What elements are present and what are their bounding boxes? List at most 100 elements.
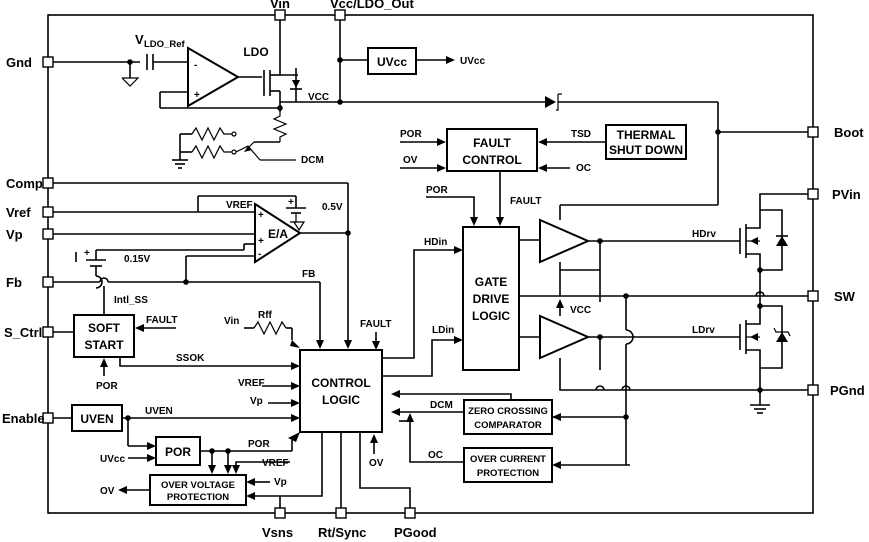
pin-gnd-label: Gnd bbox=[6, 55, 32, 70]
ov-out-label: OV bbox=[100, 486, 115, 497]
pin-sw[interactable] bbox=[807, 290, 819, 302]
pin-vsns-label: Vsns bbox=[262, 525, 293, 540]
ldrv-label: LDrv bbox=[692, 325, 715, 336]
vref-ea-label: VREF bbox=[226, 200, 253, 211]
thermal-label-2: SHUT DOWN bbox=[609, 143, 683, 157]
svg-text:+: + bbox=[288, 197, 294, 208]
pin-vin-label: Vin bbox=[270, 0, 290, 11]
vldo-ref-label: V bbox=[135, 32, 144, 47]
pin-comp[interactable] bbox=[42, 177, 54, 189]
pin-comp-label: Comp bbox=[6, 176, 43, 191]
ov-cl-label: OV bbox=[369, 458, 384, 469]
pin-pvin[interactable] bbox=[807, 188, 819, 200]
thermal-shutdown-block bbox=[605, 124, 687, 160]
fault-gd-label: FAULT bbox=[510, 196, 541, 207]
svg-text:+: + bbox=[84, 248, 90, 259]
control-logic-block bbox=[299, 349, 383, 433]
hdin-label: HDin bbox=[424, 237, 447, 248]
pin-vin[interactable] bbox=[274, 9, 286, 21]
ocp-label-1: OVER CURRENT bbox=[470, 454, 546, 465]
pin-gnd[interactable] bbox=[42, 56, 54, 68]
pin-vp[interactable] bbox=[42, 228, 54, 240]
svg-text:+: + bbox=[258, 210, 264, 221]
svg-text:+: + bbox=[194, 90, 200, 101]
zero-crossing-block bbox=[463, 399, 553, 435]
uvcc-por-label: UVcc bbox=[100, 454, 125, 465]
thermal-label-1: THERMAL bbox=[617, 128, 676, 142]
soft-start-block bbox=[73, 314, 135, 358]
ldo-label: LDO bbox=[243, 45, 268, 59]
ldin-label: LDin bbox=[432, 325, 454, 336]
pin-vref-label: Vref bbox=[6, 205, 31, 220]
pin-pgood-label: PGood bbox=[394, 525, 437, 540]
uven-sig-label: UVEN bbox=[145, 406, 173, 417]
ssok-label: SSOK bbox=[176, 353, 205, 364]
svg-text:+: + bbox=[258, 236, 264, 247]
pin-rt-sync[interactable] bbox=[335, 507, 347, 519]
soft-start-label-2: START bbox=[84, 338, 124, 352]
pin-vcc-ldo-out[interactable] bbox=[334, 9, 346, 21]
ov-fc-label: OV bbox=[403, 155, 418, 166]
uvcc-block bbox=[367, 47, 417, 75]
vin-rff-label: Vin bbox=[224, 316, 239, 327]
pin-fb-label: Fb bbox=[6, 275, 22, 290]
ovp-label-2: PROTECTION bbox=[167, 492, 229, 503]
fault-cl-label: FAULT bbox=[360, 319, 391, 330]
ea-opamp bbox=[254, 202, 302, 264]
fault-control-block bbox=[446, 128, 538, 172]
por-gd-label: POR bbox=[426, 185, 448, 196]
uvcc-label: UVcc bbox=[377, 55, 407, 69]
uvcc-out-label: UVcc bbox=[460, 56, 485, 67]
por-label: POR bbox=[165, 445, 191, 459]
zc-label-2: COMPARATOR bbox=[474, 420, 542, 431]
oc-cl-label: OC bbox=[428, 450, 443, 461]
soft-start-label-1: SOFT bbox=[88, 321, 121, 335]
dcm-ldo-label: DCM bbox=[301, 155, 324, 166]
control-logic-label-2: LOGIC bbox=[322, 393, 360, 407]
pin-boot[interactable] bbox=[807, 126, 819, 138]
svg-text:-: - bbox=[194, 60, 197, 71]
por-fc-label: POR bbox=[400, 129, 422, 140]
pin-vref[interactable] bbox=[42, 206, 54, 218]
pin-vp-label: Vp bbox=[6, 227, 23, 242]
fb-label: FB bbox=[302, 269, 315, 280]
pin-rt-sync-label: Rt/Sync bbox=[318, 525, 366, 540]
low-side-driver bbox=[539, 314, 591, 360]
vcc-gd-label: VCC bbox=[570, 305, 591, 316]
rff-label: Rff bbox=[258, 310, 273, 321]
pin-s-ctrl[interactable] bbox=[42, 326, 54, 338]
pin-vsns[interactable] bbox=[274, 507, 286, 519]
gdl-label-1: GATE bbox=[475, 275, 507, 289]
gdl-label-3: LOGIC bbox=[472, 309, 510, 323]
pin-fb[interactable] bbox=[42, 276, 54, 288]
por-cl-label: POR bbox=[248, 439, 270, 450]
pin-enable[interactable] bbox=[42, 412, 54, 424]
vcc-ldo-label: VCC bbox=[308, 92, 329, 103]
vldo-ref-sub-label: LDO_Ref bbox=[144, 39, 185, 50]
gdl-label-2: DRIVE bbox=[473, 292, 510, 306]
zc-label-1: ZERO CROSSING bbox=[468, 406, 548, 417]
ocp-label-2: PROTECTION bbox=[477, 468, 539, 479]
pin-boot-label: Boot bbox=[834, 125, 864, 140]
uven-label: UVEN bbox=[80, 412, 113, 426]
fault-control-label-2: CONTROL bbox=[462, 153, 521, 167]
vref-ovp-label: VREF bbox=[262, 458, 289, 469]
pin-pvin-label: PVin bbox=[832, 187, 861, 202]
vp-cl-label: Vp bbox=[250, 396, 263, 407]
pin-pgnd-label: PGnd bbox=[830, 383, 865, 398]
pin-vcc-ldo-out-label: Vcc/LDO_Out bbox=[330, 0, 414, 11]
fault-control-label-1: FAULT bbox=[473, 136, 511, 150]
ovp-label-1: OVER VOLTAGE bbox=[161, 480, 235, 491]
hdrv-label: HDrv bbox=[692, 229, 716, 240]
pin-pgood[interactable] bbox=[404, 507, 416, 519]
pin-pgnd[interactable] bbox=[807, 384, 819, 396]
high-side-driver bbox=[539, 218, 591, 264]
tsd-label: TSD bbox=[571, 129, 591, 140]
vref-cl-label: VREF bbox=[238, 378, 265, 389]
svg-text:-: - bbox=[258, 249, 261, 260]
dcm-zc-label: DCM bbox=[430, 400, 453, 411]
fault-ss-label: FAULT bbox=[146, 315, 177, 326]
chip-outline bbox=[47, 14, 814, 514]
por-block bbox=[155, 436, 201, 466]
